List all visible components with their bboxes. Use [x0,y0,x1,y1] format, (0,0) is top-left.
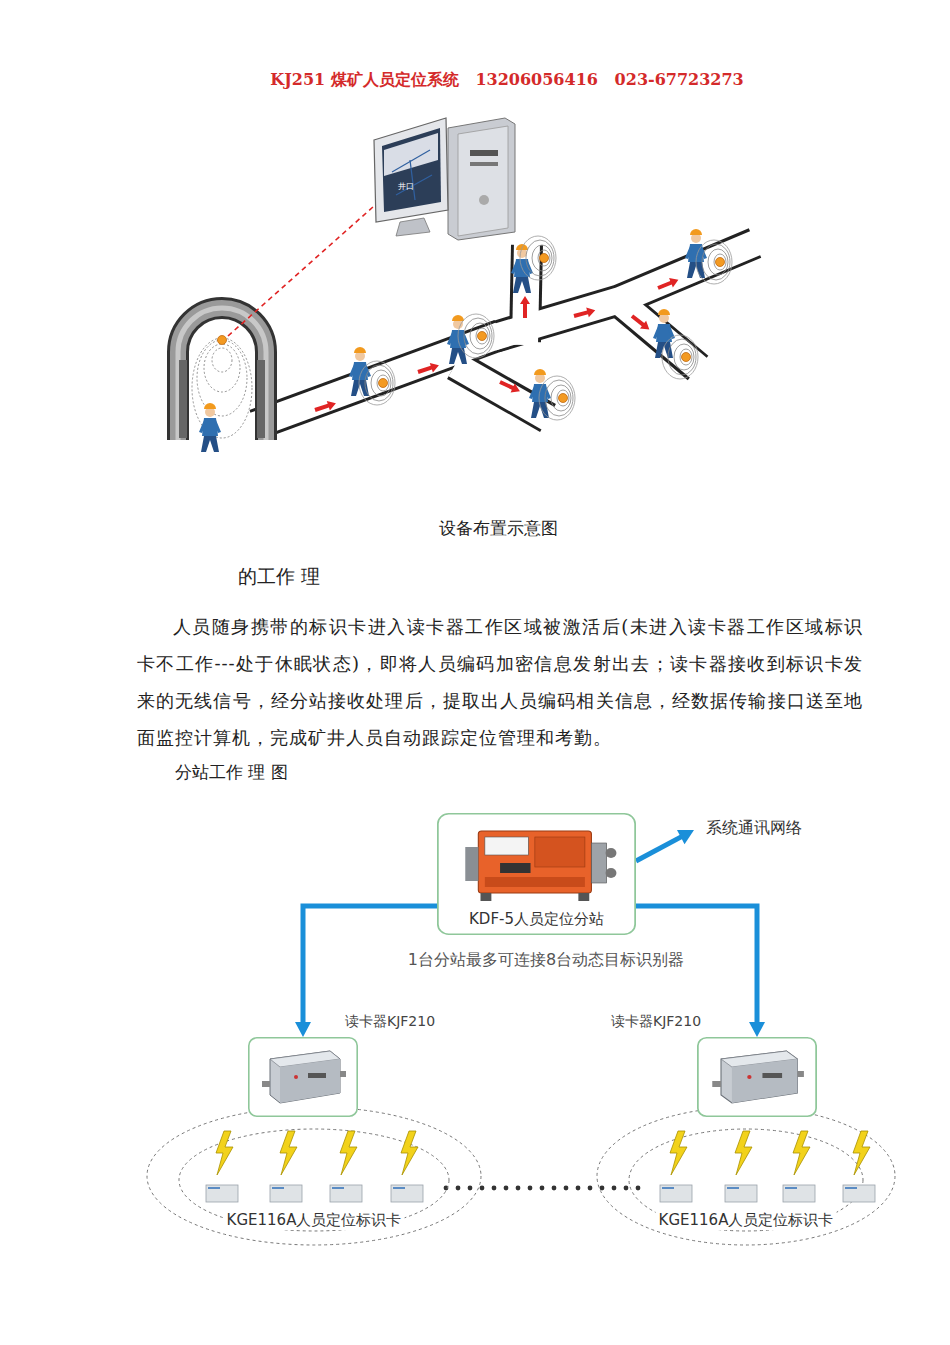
worker-figures [199,229,707,452]
capacity-note: 1台分站最多可连接8台动态目标识别器 [346,950,746,971]
direction-arrows [313,275,680,415]
section-heading: 的工作 理 [238,564,320,590]
reader-device-image [697,1037,817,1117]
monitoring-computer [374,118,515,240]
mine-entrance-arch [178,308,266,440]
figure-heading: 分站工作 理 图 [175,761,288,784]
card-region: KGE116A人员定位标识卡 [595,1105,897,1247]
reader-box: 读卡器KJF210 [248,1037,358,1117]
tunnel-network [252,242,758,426]
reader-device-image [248,1037,358,1117]
card-label: KGE116A人员定位标识卡 [656,1211,837,1230]
wireless-link [228,190,392,336]
connector-line [636,836,683,861]
network-label: 系统通讯网络 [706,818,802,839]
page-header: KJ251 煤矿人员定位系统 13206056416 023-67723273 [207,70,807,91]
screen-label: 井口 [398,183,414,191]
reader-label: 读卡器KJF210 [345,1013,435,1031]
station-box: KDF-5人员定位分站 [437,813,636,935]
figure-caption: 设备布置示意图 [348,517,648,540]
arrow-head [749,1022,765,1037]
card-dots [444,1186,641,1191]
arrow-head [677,830,694,844]
network-target: 系统通讯网络 [706,818,802,839]
reader-label: 读卡器KJF210 [611,1013,701,1031]
signal-connector [636,830,694,861]
body-paragraph: 人员随身携带的标识卡进入读卡器工作区域被激活后(未进入读卡器工作区域标识卡不工作… [137,608,863,756]
signal-connector [295,906,437,1037]
card-label: KGE116A人员定位标识卡 [224,1211,405,1230]
reader-box: 读卡器KJF210 [697,1037,817,1117]
locator-beacons [359,236,732,420]
station-label: KDF-5人员定位分站 [437,910,636,929]
card-region: KGE116A人员定位标识卡 [145,1105,483,1247]
arrow-head [295,1022,311,1037]
